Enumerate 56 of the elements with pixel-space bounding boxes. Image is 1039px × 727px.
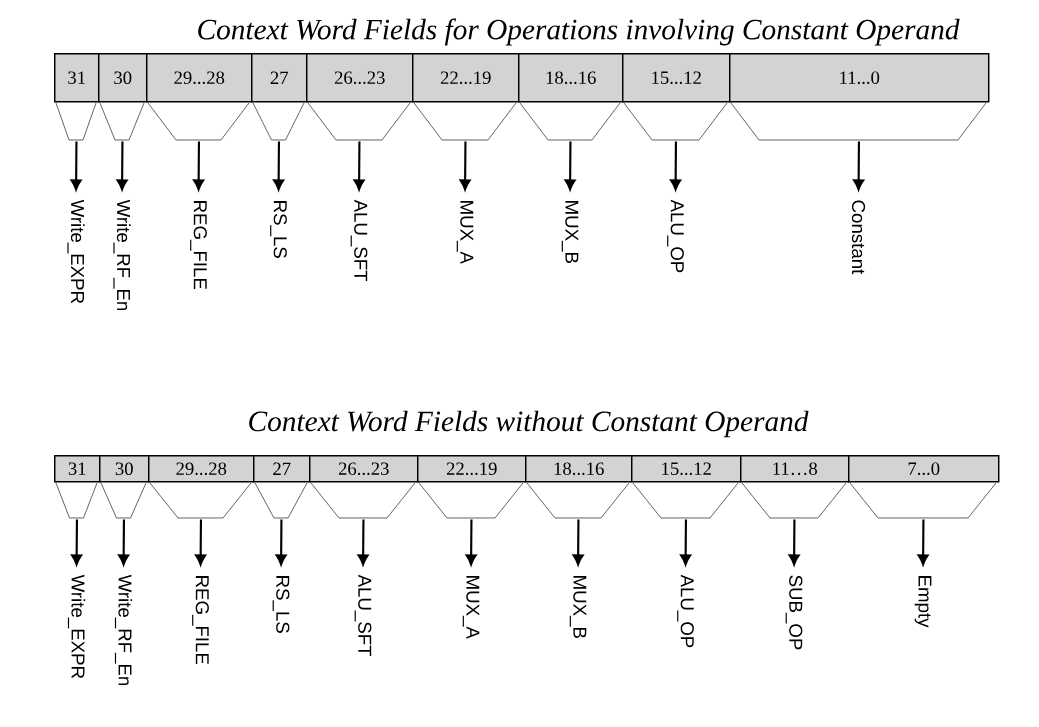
signal-name: ALU_OP [677, 574, 694, 648]
signal-name: ALU_OP [667, 199, 684, 273]
bit-field-cell: 11…8 [740, 455, 850, 483]
arrow [459, 141, 471, 191]
arrow [680, 519, 692, 566]
bit-field-cell: 18...16 [518, 53, 624, 103]
bit-field-cell: 31 [54, 53, 100, 103]
signal-name: REG_FILE [192, 576, 209, 665]
arrow [353, 141, 365, 191]
signal-name: ALU_SFT [354, 574, 372, 657]
bit-field-cell: 26...23 [309, 455, 419, 483]
arrow [116, 141, 128, 191]
arrow [357, 519, 369, 566]
bit-field-cell: 26...23 [306, 53, 414, 103]
signal-name: MUX_B [569, 576, 587, 638]
bit-field-cell: 27 [253, 455, 311, 483]
signal-name: RS_LS [272, 576, 290, 633]
bit-field-cell: 30 [99, 455, 150, 483]
signal-name: Constant [851, 200, 866, 275]
arrow [465, 519, 477, 566]
bit-field-cell: 27 [251, 53, 308, 103]
bit-field-cell: 22...19 [412, 53, 520, 103]
bit-field-cell: 31 [54, 455, 101, 483]
signal-name: SUB_OP [785, 575, 803, 650]
arrow [572, 519, 584, 566]
bit-field-cell: 30 [98, 53, 148, 103]
arrow [917, 519, 929, 566]
signal-name: Write_EXPR [67, 574, 86, 679]
signal-name: ALU_SFT [350, 199, 368, 282]
signal-name: MUX_B [561, 201, 579, 263]
arrow [788, 519, 800, 566]
arrow [275, 519, 287, 566]
signal-name: MUX_A [462, 576, 480, 639]
section-title: Context Word Fields without Constant Operand [249, 410, 809, 438]
arrow [193, 141, 205, 191]
signal-name: MUX_A [456, 201, 474, 264]
signal-name: REG_FILE [190, 201, 207, 290]
signal-name: Empty [914, 576, 932, 628]
arrow [273, 141, 285, 191]
arrow [118, 519, 130, 566]
bit-field-cell: 18...16 [525, 455, 633, 483]
bit-field-cell: 7...0 [848, 455, 1000, 483]
bit-field-cell: 22...19 [417, 455, 527, 483]
arrow [564, 141, 576, 191]
diagram-title: Context Word Fields for Operations involving Constant Operand [198, 18, 960, 46]
arrow [670, 141, 682, 191]
signal-name: Write_EXPR [67, 199, 85, 304]
bit-field-cell: 15...12 [631, 455, 742, 483]
arrow [853, 141, 865, 191]
arrow [195, 519, 207, 566]
signal-name: Write_RF_En [114, 574, 133, 686]
arrow [71, 519, 83, 566]
signal-name: Write_RF_En [113, 199, 131, 311]
signal-name: RS_LS [270, 201, 287, 258]
bit-field-cell: 15...12 [622, 53, 731, 103]
arrow [70, 141, 82, 191]
